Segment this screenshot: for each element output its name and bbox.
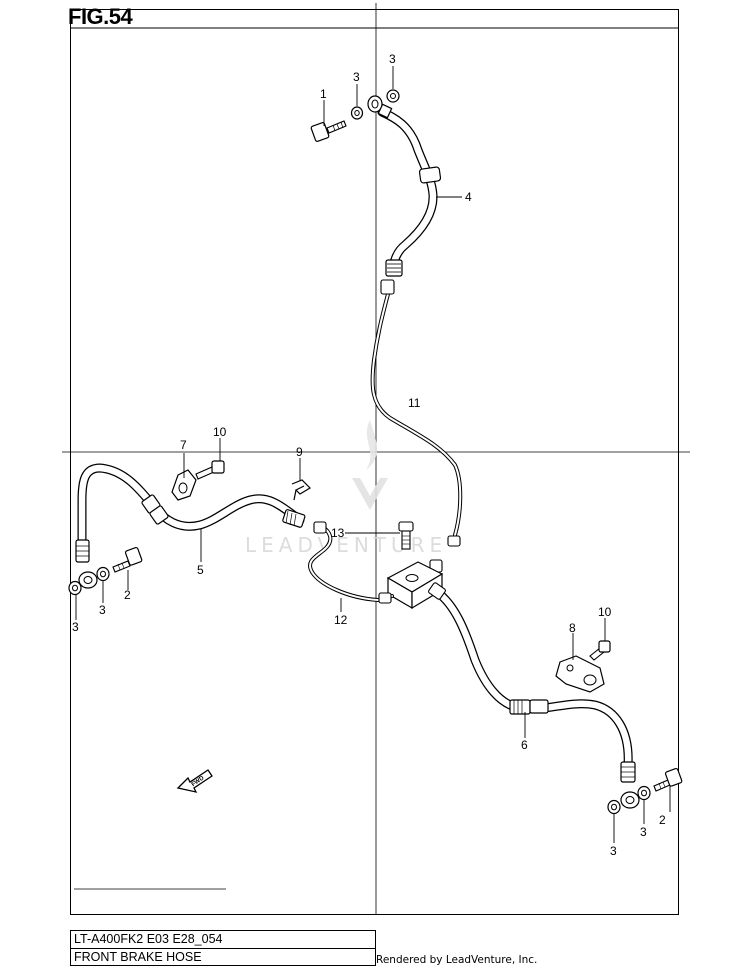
leader-lines	[75, 66, 671, 843]
left-brake-hose	[68, 463, 306, 596]
part-info-box: LT-A400FK2 E03 E28_054 FRONT BRAKE HOSE	[70, 930, 376, 966]
diagram-frame	[70, 9, 679, 915]
rendered-by-credit: Rendered by LeadVenture, Inc.	[376, 954, 538, 966]
right-brake-hose	[428, 582, 683, 815]
watermark: LEADVENTURE	[245, 420, 447, 557]
clamp-8	[555, 640, 611, 693]
callout-8: 8	[569, 621, 576, 635]
callout-3: 3	[640, 825, 647, 839]
callout-6: 6	[521, 738, 528, 752]
callout-2: 2	[659, 813, 666, 827]
callout-3: 3	[389, 52, 396, 66]
callout-10: 10	[213, 425, 227, 439]
callout-10: 10	[598, 605, 612, 619]
callout-3: 3	[99, 603, 106, 617]
fwd-arrow-icon: FWD	[176, 769, 213, 793]
model-code: LT-A400FK2 E03 E28_054	[74, 932, 223, 946]
brake-pipe-12	[308, 521, 394, 604]
callout-5: 5	[197, 563, 204, 577]
brake-joint	[386, 521, 444, 610]
callout-13: 13	[331, 526, 345, 540]
callout-1: 1	[320, 87, 327, 101]
callout-3: 3	[72, 620, 79, 634]
callout-3: 3	[353, 70, 360, 84]
callouts: 1 3 3 4 11 7 10 9 13 5 2 3 3 12 10 8 6 3…	[72, 52, 666, 858]
callout-12: 12	[334, 613, 348, 627]
callout-7: 7	[180, 438, 187, 452]
callout-3: 3	[610, 844, 617, 858]
callout-9: 9	[296, 445, 303, 459]
callout-4: 4	[465, 190, 472, 204]
brake-pipe-11	[370, 279, 463, 573]
clip-9	[291, 479, 311, 501]
callout-11: 11	[408, 396, 421, 410]
section-name: FRONT BRAKE HOSE	[71, 948, 375, 966]
figure-title: FIG.54	[68, 4, 133, 29]
upper-brake-hose	[310, 89, 442, 277]
watermark-text: LEADVENTURE	[245, 533, 447, 557]
clamp-7	[171, 460, 225, 501]
callout-2: 2	[124, 588, 131, 602]
